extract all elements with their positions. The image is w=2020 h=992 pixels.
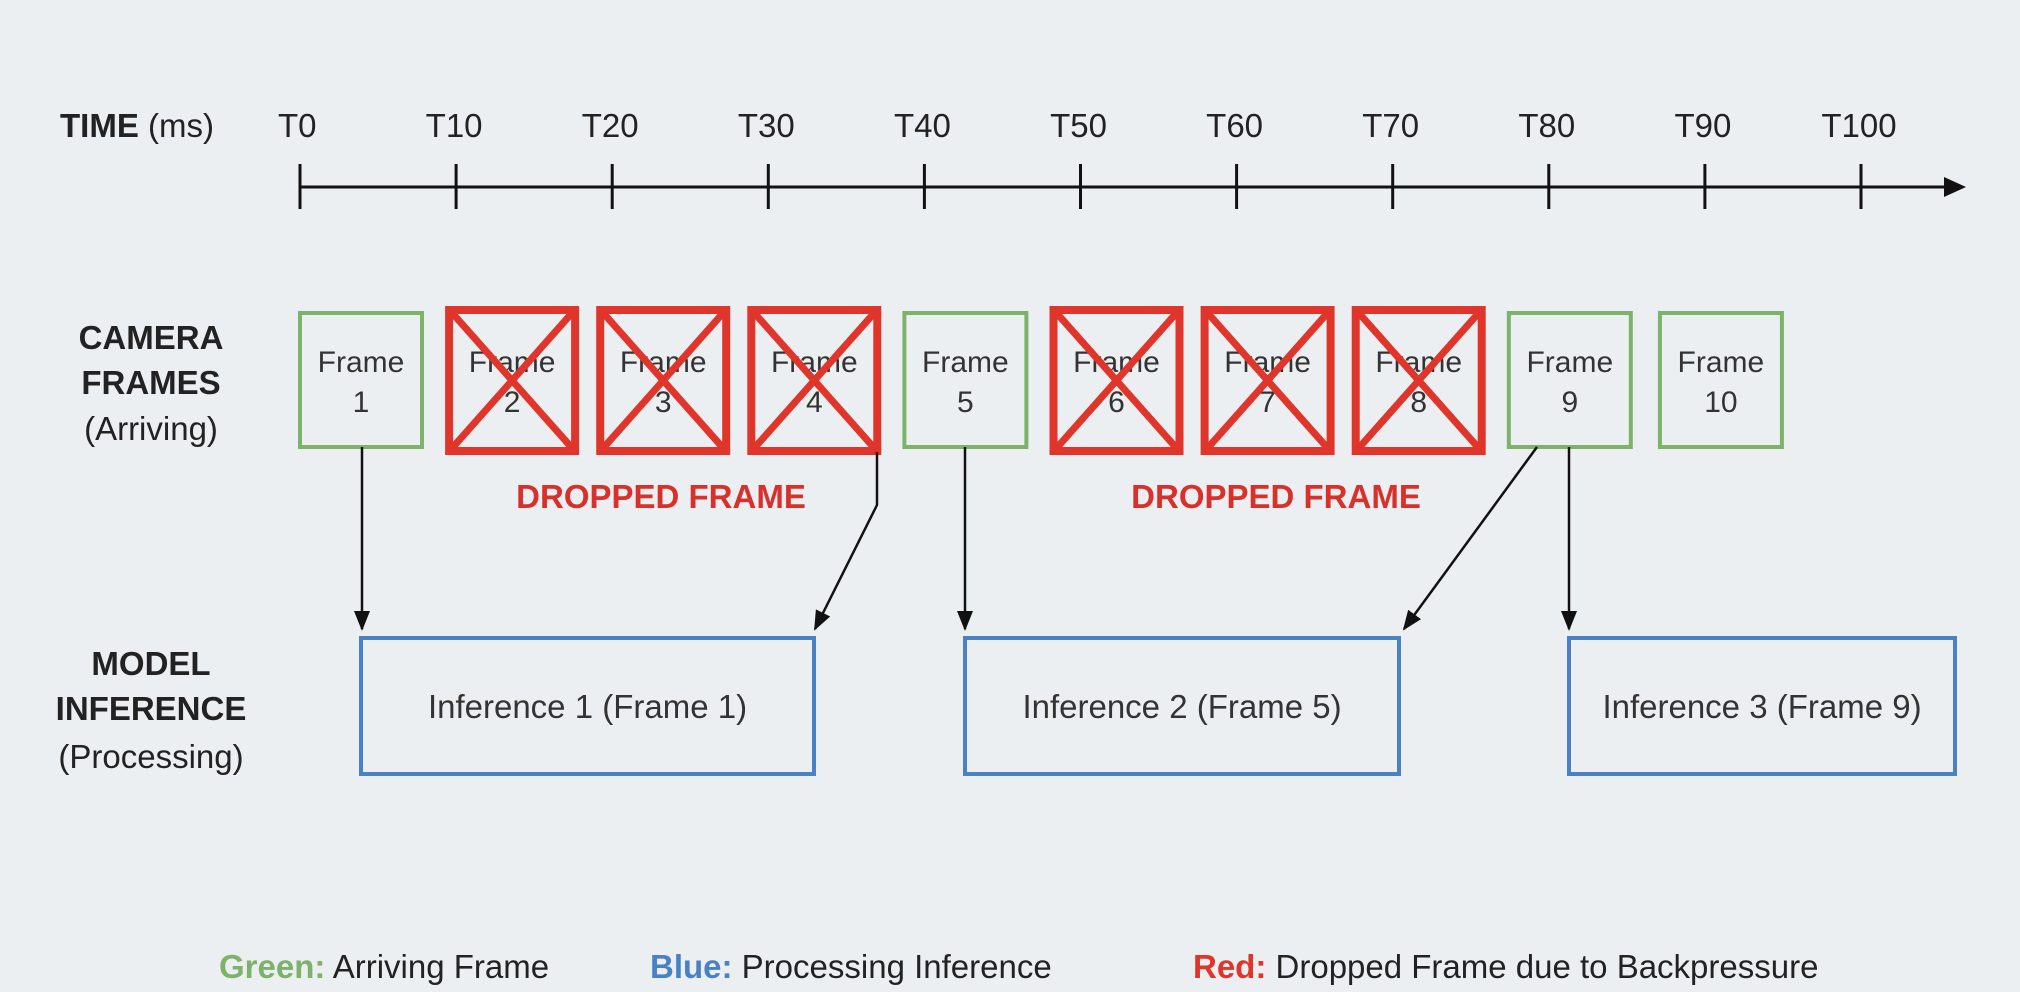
- time-tick-label: T10: [426, 107, 483, 144]
- legend-green-key: Green:: [219, 948, 325, 985]
- frame-number: 8: [1410, 386, 1427, 419]
- inference-label: Inference 3 (Frame 9): [1602, 688, 1921, 725]
- model-label-line1: MODEL: [91, 645, 210, 682]
- model-label-line2: INFERENCE: [56, 690, 247, 727]
- arrow-frame4-to-inference1: [813, 452, 879, 631]
- arrow-frame9-to-inference2: [1402, 446, 1539, 631]
- frame-label: Frame: [1526, 346, 1613, 379]
- inference-box: [359, 636, 816, 776]
- frame-1-arriving: Frame 1: [298, 311, 424, 449]
- frame-label: Frame: [318, 346, 405, 379]
- dropped-x-icon: [1205, 311, 1330, 450]
- time-tick-label: T40: [894, 107, 951, 144]
- time-tick-label: T90: [1674, 107, 1731, 144]
- time-tick-label: T80: [1518, 107, 1575, 144]
- frame-number: 4: [806, 386, 823, 419]
- legend-green-text: Arriving Frame: [333, 948, 549, 985]
- frame-box: [1049, 306, 1184, 455]
- frame-box: [1657, 311, 1784, 449]
- time-ticks: T0 T10 T20 T30 T40 T50 T60 T70 T80 T90 T100: [278, 107, 1897, 209]
- dropped-x-icon: [752, 311, 876, 450]
- time-tick-label: T100: [1821, 107, 1896, 144]
- camera-label-line3: (Arriving): [84, 410, 218, 447]
- time-tick-label: T20: [582, 107, 639, 144]
- frame-box: [902, 311, 1029, 449]
- inference-box: [963, 636, 1401, 776]
- frame-box: [298, 311, 424, 449]
- frame-box: [596, 306, 731, 455]
- camera-frames: Frame1Frame2Frame3Frame4Frame5Frame6Fram…: [298, 306, 1784, 455]
- frame-number: 6: [1108, 386, 1125, 419]
- frame-box: [747, 306, 882, 455]
- legend-red: Red: Dropped Frame due to Backpressure: [1193, 948, 1818, 985]
- legend-blue: Blue: Processing Inference: [650, 948, 1052, 985]
- frame-box: [1506, 311, 1633, 449]
- frame-number: 3: [655, 386, 672, 419]
- frame-label: Frame: [922, 346, 1009, 379]
- frame-9-arriving: Frame 9: [1506, 311, 1633, 449]
- dropped-x-icon: [1054, 311, 1179, 450]
- frame-number: 10: [1704, 386, 1737, 419]
- inference-block-1: Inference 1 (Frame 1): [359, 636, 816, 776]
- frame-label: Frame: [1678, 346, 1765, 379]
- inference-box: [1567, 636, 1957, 776]
- inference-label: Inference 2 (Frame 5): [1022, 688, 1341, 725]
- frame-number: 9: [1561, 386, 1578, 419]
- legend-blue-key: Blue:: [650, 948, 733, 985]
- time-tick-label: T70: [1362, 107, 1419, 144]
- time-tick-label: T60: [1206, 107, 1263, 144]
- time-tick-label: T30: [738, 107, 795, 144]
- legend-green: Green: Arriving Frame: [219, 948, 549, 985]
- camera-label-line2: FRAMES: [81, 364, 220, 401]
- dropped-x-icon: [450, 311, 574, 450]
- time-unit: (ms): [148, 107, 214, 144]
- legend-blue-text: Processing Inference: [742, 948, 1052, 985]
- model-label-line3: (Processing): [58, 738, 243, 775]
- dropped-frame-label-2: DROPPED FRAME: [1131, 478, 1421, 515]
- inference-block-3: Inference 3 (Frame 9): [1567, 636, 1957, 776]
- frame-number: 2: [504, 386, 521, 419]
- frame-box: [1200, 306, 1335, 455]
- time-label: TIME: [60, 107, 139, 144]
- dropped-frame-label-1: DROPPED FRAME: [516, 478, 806, 515]
- time-axis-arrowhead: [1944, 177, 1966, 197]
- inference-block-2: Inference 2 (Frame 5): [963, 636, 1401, 776]
- time-tick-label: T0: [278, 107, 317, 144]
- camera-label-line1: CAMERA: [79, 319, 224, 356]
- frame-number: 5: [957, 386, 974, 419]
- legend: Green: Arriving Frame Blue: Processing I…: [219, 948, 1818, 985]
- time-axis-label: TIME (ms): [60, 107, 214, 144]
- frame-number: 1: [353, 386, 370, 419]
- frame-5-arriving: Frame 5: [902, 311, 1029, 449]
- frame-box: [1351, 306, 1486, 455]
- frame-number: 7: [1259, 386, 1276, 419]
- time-tick-label: T50: [1050, 107, 1107, 144]
- inference-label: Inference 1 (Frame 1): [428, 688, 747, 725]
- frame-box: [445, 306, 580, 455]
- legend-red-key: Red:: [1193, 948, 1266, 985]
- inference-blocks: Inference 1 (Frame 1) Inference 2 (Frame …: [359, 636, 1957, 776]
- flow-arrows: [354, 446, 1577, 631]
- model-inference-row-label: MODEL INFERENCE (Processing): [56, 645, 247, 775]
- dropped-x-icon: [1357, 311, 1481, 450]
- camera-frames-row-label: CAMERA FRAMES (Arriving): [79, 319, 224, 447]
- dropped-x-icon: [601, 311, 725, 450]
- legend-red-text: Dropped Frame due to Backpressure: [1276, 948, 1819, 985]
- frame-10-arriving: Frame 10: [1657, 311, 1784, 449]
